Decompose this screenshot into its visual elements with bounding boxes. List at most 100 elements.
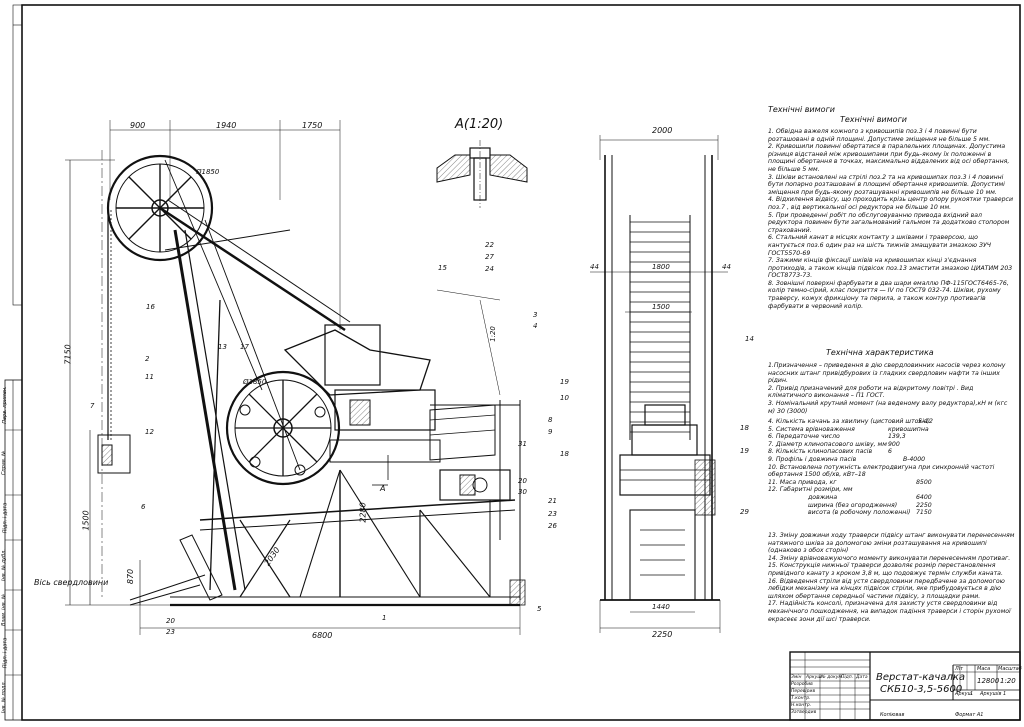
dim-top-left: 900	[130, 121, 146, 130]
callout: 5	[537, 605, 542, 613]
callout: 29	[740, 508, 749, 516]
view-label: A(1:20)	[455, 117, 504, 132]
section-a-mark: A	[380, 484, 386, 493]
lit-header: Літ	[955, 666, 964, 672]
tech-req-title: Технічні вимоги	[768, 105, 835, 114]
strip-label: Інв. № подл.	[1, 680, 8, 714]
param-row: 4. Кількість качань за хвилину (цистовий…	[768, 418, 933, 425]
callout: 1	[382, 614, 387, 622]
callout: 11	[145, 373, 154, 381]
mass-header: Маса	[977, 666, 991, 672]
tb-role: Перевірив	[791, 689, 816, 694]
mass-value: 12800	[977, 677, 1000, 685]
tech-req-item: 8. Зовнішні поверхні фарбувати в два шар…	[768, 279, 1009, 310]
tech-req-title-2: Технічні вимоги	[840, 115, 907, 124]
dim-top-mid: 1940	[216, 121, 237, 130]
dim-front-right: 44	[722, 263, 731, 271]
tb-role: Розробив	[791, 682, 813, 687]
dim-length-total: 6800	[312, 631, 333, 640]
tech-params: 4. Кількість качань за хвилину (цистовий…	[768, 418, 1016, 517]
strip-label: Підп. і дата	[2, 637, 9, 669]
param-row: ширина (без огородження)2250	[808, 501, 932, 509]
dim-circle-top: Ø1850	[196, 168, 220, 176]
sheet-value: 1	[970, 691, 974, 697]
dim-front-base: 1440	[652, 603, 670, 611]
tech-req-item: 6. Стальний канат в місцях контакту з шк…	[768, 234, 992, 257]
callout: 13	[218, 343, 227, 351]
tech-req-item: 3. Шківи встановлені на стрілі поз.2 та …	[768, 173, 1005, 196]
section-a-detail	[436, 140, 528, 208]
callout: 27	[485, 253, 494, 261]
param-row: 12. Габаритні розміри, мм	[768, 486, 853, 494]
callout: 7	[90, 402, 95, 410]
callout: 2	[145, 355, 150, 363]
well-axis-label: Вісь свердловини	[34, 578, 109, 587]
callout: 4	[533, 322, 538, 330]
tech-char-item: 2. Привід призначений для роботи на відк…	[768, 384, 974, 400]
tech-req-item: 2. Кривошипи повинні обертатися в парале…	[768, 143, 1010, 173]
tb-row: Змін	[791, 675, 802, 680]
callout: 20	[166, 617, 175, 625]
callout: 18	[560, 450, 569, 458]
param-row: 10. Встановлена потужність електродвигун…	[768, 463, 995, 479]
tech-tail-list: 13. Зміну довжини ходу траверси підвісу …	[768, 532, 1016, 623]
callout: 20	[518, 477, 527, 485]
callout: 3	[533, 311, 538, 319]
strip-label: Інв. № дубл.	[0, 549, 7, 581]
callout: 21	[548, 497, 557, 505]
callout: 30	[518, 488, 527, 496]
callout: 26	[548, 522, 557, 530]
callout: 22	[485, 241, 494, 249]
tech-tail-item: 15. Конструкція нижньої траверси дозволя…	[768, 562, 1003, 577]
tb-row: № докум.	[821, 675, 844, 680]
front-view	[590, 135, 728, 633]
strip-label: Взам. інв. №	[1, 593, 8, 627]
callout: 19	[740, 447, 749, 455]
tech-req-list: 1. Обвідна важеля кожного з кривошипів п…	[768, 128, 1016, 310]
callout: 12	[145, 428, 154, 436]
callout: 23	[166, 628, 175, 636]
tech-tail-item: 16. Відведення стріли від устя свердлови…	[768, 577, 1005, 600]
tb-role: Т.контр.	[791, 696, 811, 701]
callout: 23	[548, 510, 557, 518]
title-block	[789, 651, 1021, 721]
tb-row: Аркуш	[806, 675, 822, 680]
tech-tail-item: 13. Зміну довжини ходу траверси підвісу …	[768, 532, 1015, 555]
product-code: СКБ10-3,5-5600	[880, 684, 963, 695]
callout: 6	[141, 503, 146, 511]
tech-req-item: 7. Зажими кінців фіксації шківів на крив…	[768, 257, 1013, 280]
callout: 9	[548, 428, 553, 436]
tech-char-item: 1.Призначення – приведення в дію свердло…	[768, 362, 1006, 385]
callout: 17	[240, 343, 249, 351]
callout: 24	[485, 265, 494, 273]
strip-label: Підп. і дата	[2, 502, 9, 534]
callout: 31	[518, 440, 527, 448]
strip-label: Перв. примен.	[1, 386, 8, 424]
dim-circle-crank: Ø1850	[243, 378, 267, 386]
tech-char-list: 1.Призначення – приведення в дію свердло…	[768, 362, 1016, 415]
tech-tail-item: 14. Зміну врівноважуючого моменту викону…	[768, 554, 1011, 562]
tech-req-item: 1. Обвідна важеля кожного з кривошипів п…	[768, 128, 991, 143]
format-label: Формат А1	[955, 712, 984, 718]
callout: 19	[560, 378, 569, 386]
sheets-value: 1	[1003, 691, 1007, 697]
callout: 15	[438, 264, 447, 272]
product-name: Верстат-качалка	[876, 672, 966, 683]
dim-height-low: 1500	[81, 510, 91, 531]
dim-front-total: 2250	[652, 630, 673, 639]
sheet-label: Аркуш	[955, 691, 973, 697]
dim-height-base: 870	[126, 568, 136, 585]
sheet-frame	[21, 4, 1021, 721]
tech-tail-item: 17. Надійність консолі, призначена для з…	[768, 600, 1011, 623]
tb-row: Дата	[856, 675, 868, 680]
callout: 10	[560, 394, 569, 402]
dim-front-inner2: 1500	[652, 303, 670, 311]
sheets-label: Аркушів	[980, 691, 1002, 697]
